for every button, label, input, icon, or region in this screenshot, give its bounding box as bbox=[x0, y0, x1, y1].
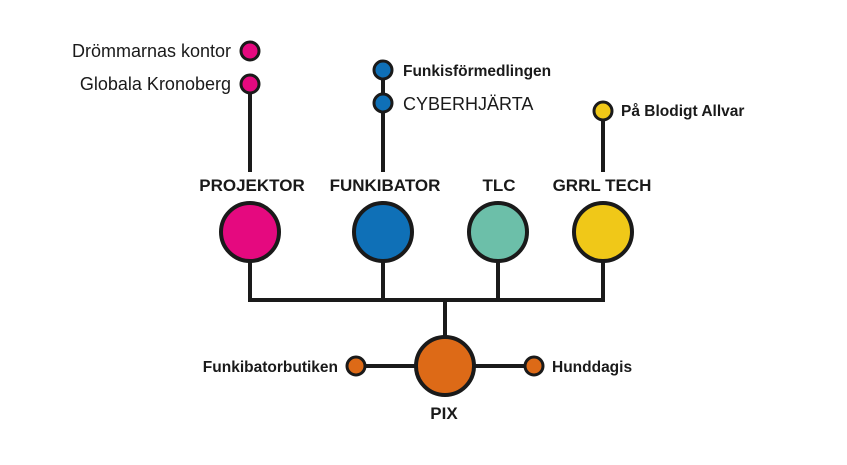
projektor-child-label-1: Drömmarnas kontor bbox=[72, 41, 231, 61]
projektor-child-dot-1 bbox=[239, 40, 261, 62]
pix-node bbox=[414, 335, 476, 397]
grrl-tech-group: På Blodigt Allvar GRRL TECH bbox=[553, 100, 744, 263]
pix-right-child-label: Hunddagis bbox=[552, 359, 632, 376]
tlc-label: TLC bbox=[482, 176, 515, 195]
projektor-child-dot-2 bbox=[239, 73, 261, 95]
projektor-label: PROJEKTOR bbox=[199, 176, 305, 195]
pix-label: PIX bbox=[430, 404, 458, 423]
funkibator-group: Funkisförmedlingen CYBERHJÄRTA FUNKIBATO… bbox=[330, 59, 551, 263]
projektor-group: Drömmarnas kontor Globala Kronoberg PROJ… bbox=[72, 40, 305, 263]
tlc-group: TLC bbox=[467, 176, 529, 263]
projektor-node bbox=[219, 201, 281, 263]
funkibator-child-label-2: CYBERHJÄRTA bbox=[403, 94, 533, 114]
funkibator-child-dot-2 bbox=[372, 92, 394, 114]
funkibator-label: FUNKIBATOR bbox=[330, 176, 441, 195]
pix-group: Funkibatorbutiken Hunddagis PIX bbox=[203, 335, 632, 423]
funkibator-node bbox=[352, 201, 414, 263]
grrl-tech-child-label-1: På Blodigt Allvar bbox=[621, 103, 744, 120]
funkibator-child-dot-1 bbox=[372, 59, 394, 81]
grrl-tech-child-dot-1 bbox=[592, 100, 614, 122]
funkibator-child-label-1: Funkisförmedlingen bbox=[403, 63, 551, 80]
tlc-node bbox=[467, 201, 529, 263]
projektor-child-label-2: Globala Kronoberg bbox=[80, 74, 231, 94]
pix-left-child-label: Funkibatorbutiken bbox=[203, 359, 338, 376]
connector-lines bbox=[248, 68, 605, 368]
grrl-tech-node bbox=[572, 201, 634, 263]
pix-left-child-dot bbox=[345, 355, 367, 377]
pix-right-child-dot bbox=[523, 355, 545, 377]
grrl-tech-label: GRRL TECH bbox=[553, 176, 652, 195]
